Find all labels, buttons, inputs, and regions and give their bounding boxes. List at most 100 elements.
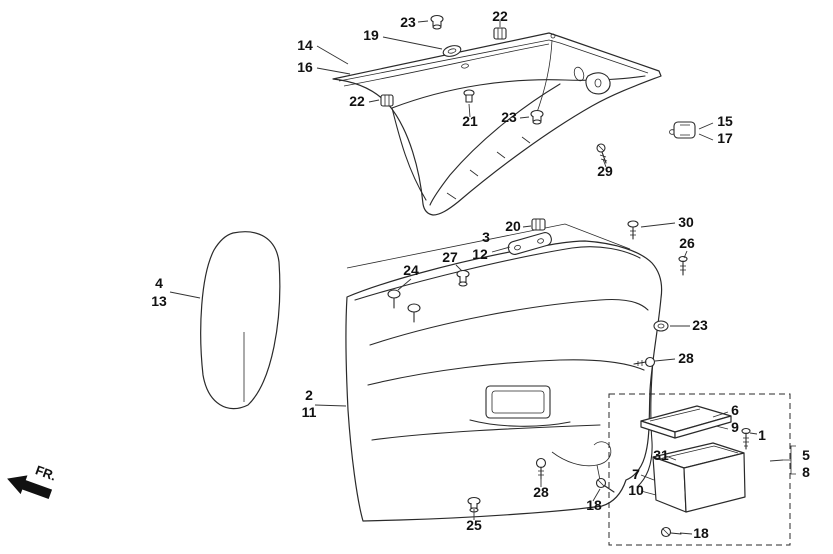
- callout-5: 5: [802, 447, 810, 463]
- garnish-small-oval: [461, 63, 469, 69]
- pad-outline: [200, 231, 281, 410]
- callout-20: 20: [505, 218, 521, 234]
- callout-29: 29: [597, 163, 613, 179]
- callout-7: 7: [632, 466, 640, 482]
- screw-29: [596, 143, 608, 164]
- callout-4: 4: [155, 275, 163, 291]
- callout-1: 1: [758, 427, 766, 443]
- callout-14: 14: [297, 37, 313, 53]
- garnish-tab-3: [521, 136, 531, 144]
- callout-15: 15: [717, 113, 733, 129]
- callout-27: 27: [442, 249, 458, 265]
- pocket-lid: [640, 405, 732, 439]
- clip-20: [531, 218, 546, 231]
- clip-22-pillar: [380, 94, 394, 107]
- callout-26: 26: [679, 235, 695, 251]
- pocket-assembly: [608, 393, 796, 546]
- callout-10: 10: [628, 482, 644, 498]
- armrest-upper: [369, 298, 649, 346]
- grommet-19: [442, 45, 462, 57]
- callout-12: 12: [472, 246, 488, 262]
- callout-3: 3: [482, 229, 490, 245]
- panel-pocket-outer: [485, 385, 551, 419]
- callout-30: 30: [678, 214, 694, 230]
- panel-outline: [345, 240, 663, 522]
- pocket-box: [652, 442, 746, 513]
- callout-28-right: 28: [678, 350, 694, 366]
- screw-18-box: [660, 526, 682, 538]
- garnish-hook: [585, 72, 611, 95]
- harness-tail: [596, 464, 601, 481]
- callout-21: 21: [462, 113, 478, 129]
- armrest-lower: [367, 359, 645, 386]
- fr-direction: FR.: [7, 462, 58, 500]
- callout-18-box: 18: [693, 525, 709, 541]
- garnish-window-line: [391, 75, 646, 109]
- fastener-27: [456, 269, 470, 287]
- garnish-tab-1: [469, 169, 479, 177]
- harness-loop: [551, 441, 612, 467]
- screw-28-right: [633, 356, 656, 368]
- callouts: 23 22 19 14 16 22 21 23 15 17 29 20 30 3…: [151, 8, 810, 541]
- panel-pocket-inner: [491, 390, 545, 414]
- pocket-assembly-boundary: [608, 393, 791, 546]
- panel-lower-contour: [371, 424, 601, 441]
- garnish-oval-hole: [573, 66, 585, 82]
- callout-17: 17: [717, 130, 733, 146]
- bracket-5-8: [783, 445, 796, 475]
- fasteners-24: [387, 289, 421, 323]
- fr-direction-label: FR.: [33, 462, 58, 483]
- callout-16: 16: [297, 59, 313, 75]
- garnish-window-right: [429, 83, 561, 206]
- garnish-strip-line: [343, 43, 550, 87]
- fasteners: [380, 14, 751, 538]
- leader-lines: [169, 20, 784, 535]
- callout-23-top: 23: [400, 14, 416, 30]
- callout-9: 9: [731, 419, 739, 435]
- grommet-23-right: [653, 320, 669, 332]
- pad-part: [200, 231, 281, 410]
- callout-22-pillar: 22: [349, 93, 365, 109]
- callout-24: 24: [403, 262, 419, 278]
- screw-28-bottom: [535, 457, 547, 480]
- side-lining-panel: [345, 223, 663, 522]
- bracket-3-12: [507, 232, 552, 255]
- callout-11: 11: [302, 404, 317, 420]
- garnish-crease: [535, 39, 553, 116]
- clip-22-top: [493, 27, 507, 40]
- fastener-26: [678, 255, 688, 276]
- garnish-window-left: [391, 107, 427, 201]
- callout-23-right: 23: [692, 317, 708, 333]
- fastener-25: [467, 496, 481, 513]
- callout-31: 31: [653, 447, 669, 463]
- callout-13: 13: [151, 293, 167, 309]
- garnish-top-inner-line: [338, 39, 649, 82]
- fastener-21: [463, 89, 475, 103]
- garnish-tab-2: [496, 151, 506, 159]
- callout-2: 2: [305, 387, 313, 403]
- callout-25: 25: [466, 517, 482, 533]
- panel-handle-line: [469, 419, 571, 427]
- callout-18-left: 18: [586, 497, 602, 513]
- garnish-apex-hole: [550, 33, 556, 39]
- screw-1: [741, 427, 751, 450]
- fr-direction-arrow-icon: [7, 475, 53, 500]
- callout-28-bottom: 28: [533, 484, 549, 500]
- callout-6: 6: [731, 402, 739, 418]
- callout-19: 19: [363, 27, 379, 43]
- garnish-tab-4: [446, 192, 457, 200]
- quarter-pillar-garnish: [332, 32, 662, 216]
- callout-8: 8: [802, 464, 810, 480]
- callout-23-pillar: 23: [501, 109, 517, 125]
- fastener-23-pillar: [530, 109, 544, 125]
- garnish-outline: [332, 32, 662, 216]
- callout-22-top: 22: [492, 8, 508, 24]
- garnish-hook-slot: [594, 78, 602, 88]
- clip-15-17: [669, 121, 696, 139]
- fastener-23-top: [430, 14, 444, 30]
- panel-rear-flange: [346, 223, 631, 269]
- panel-top-inner: [354, 246, 641, 301]
- screw-18-left: [595, 477, 615, 493]
